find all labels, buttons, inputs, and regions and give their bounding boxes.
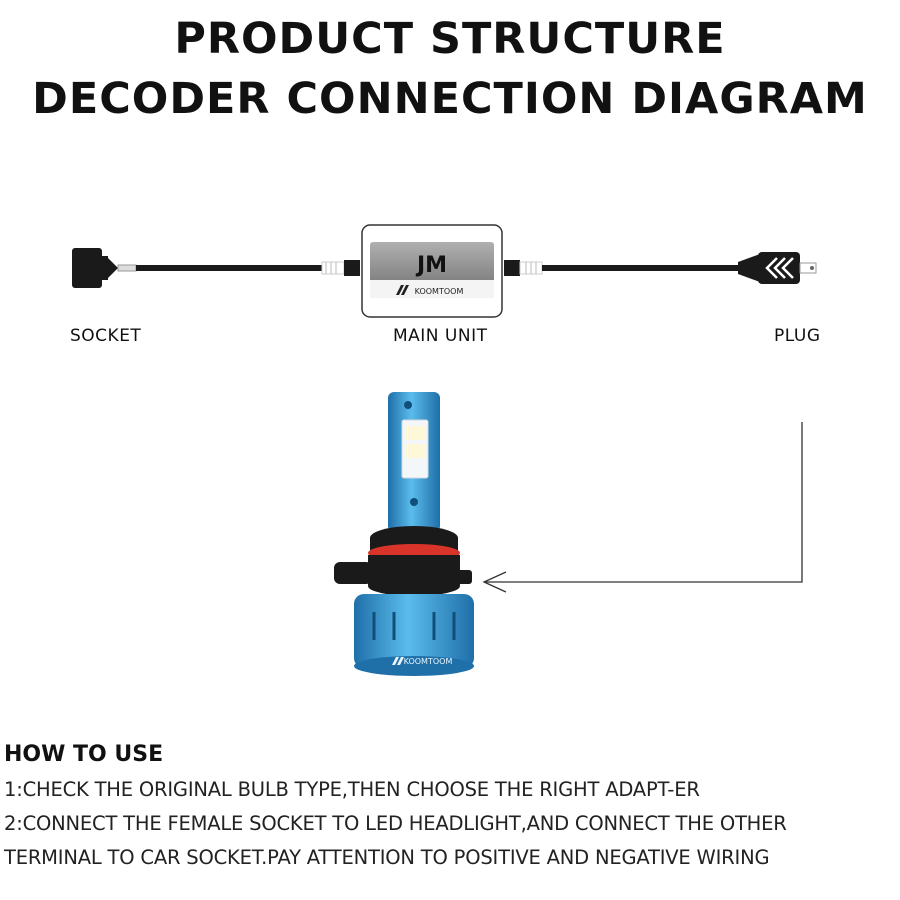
socket-connector: [72, 248, 137, 288]
left-cable-strain-relief: [321, 260, 360, 276]
right-cable-strain-relief: [504, 260, 543, 276]
how-to-use-section: HOW TO USE 1:CHECK THE ORIGINAL BULB TYP…: [4, 742, 900, 875]
how-to-use-heading: HOW TO USE: [4, 742, 164, 767]
instruction-step-2-continued: TERMINAL TO CAR SOCKET.PAY ATTENTION TO …: [4, 846, 770, 869]
module-brand-text: KOOMTOOM: [415, 287, 464, 296]
decoder-model-text: JM: [415, 253, 447, 278]
plug-label: PLUG: [774, 326, 821, 346]
instruction-step-2: 2:CONNECT THE FEMALE SOCKET TO LED HEADL…: [4, 812, 787, 835]
led-bulb: [334, 392, 474, 676]
decoder-connection-diagram: JM KOOMTOOM: [72, 224, 817, 676]
main-unit-label: MAIN UNIT: [393, 326, 488, 346]
left-cable: [136, 265, 326, 271]
plug-connector: [738, 252, 817, 284]
socket-label: SOCKET: [70, 326, 142, 346]
title-line-2: DECODER CONNECTION DIAGRAM: [32, 74, 868, 124]
connection-arrow: [482, 422, 803, 593]
title-line-1: PRODUCT STRUCTURE: [174, 14, 726, 64]
bulb-brand-text: KOOMTOOM: [404, 657, 453, 666]
right-cable: [542, 265, 738, 271]
brand-logo-icon: [396, 285, 409, 295]
instruction-step-1: 1:CHECK THE ORIGINAL BULB TYPE,THEN CHOO…: [4, 778, 700, 801]
